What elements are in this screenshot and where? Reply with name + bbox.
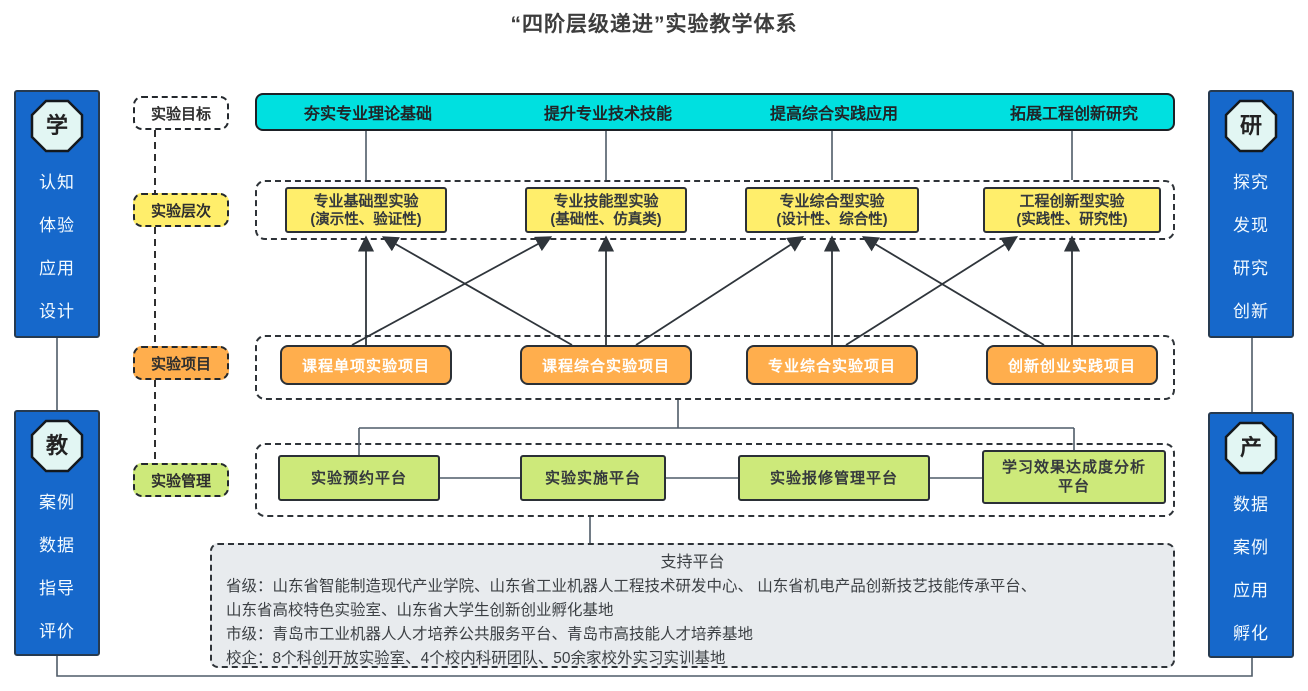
project-to-level-arrows bbox=[351, 235, 1081, 346]
panel-industry: 产 数据 案例 应用 孵化 bbox=[1208, 412, 1294, 658]
level-title: 工程创新型实验 bbox=[1019, 192, 1125, 210]
project-box-innovation: 创新创业实践项目 bbox=[986, 345, 1158, 385]
octagon-badge-shape bbox=[1224, 99, 1278, 153]
panel-item: 评价 bbox=[39, 622, 75, 641]
panel-industry-items: 数据 案例 应用 孵化 bbox=[1233, 495, 1269, 644]
panel-item: 数据 bbox=[39, 536, 75, 555]
support-platform-box: 支持平台 省级：山东省智能制造现代产业学院、山东省工业机器人工程技术研发中心、 … bbox=[210, 543, 1175, 668]
study-badge: 学 bbox=[30, 99, 84, 153]
level-sub: (基础性、仿真类) bbox=[550, 211, 662, 228]
badge-char: 产 bbox=[1239, 435, 1262, 460]
support-title: 支持平台 bbox=[660, 554, 725, 571]
label-goals: 实验目标 bbox=[133, 96, 229, 130]
panel-item: 发现 bbox=[1233, 216, 1269, 235]
level-box-innovation: 工程创新型实验 (实践性、研究性) bbox=[983, 187, 1161, 233]
octagon-badge-shape bbox=[30, 419, 84, 473]
manage-box-analysis: 学习效果达成度分析 平台 bbox=[982, 450, 1166, 504]
label-management: 实验管理 bbox=[133, 463, 229, 497]
support-line: 市级：青岛市工业机器人人才培养公共服务平台、青岛市高技能人才培养基地 bbox=[226, 626, 754, 643]
level-title: 专业综合型实验 bbox=[779, 192, 885, 210]
panel-item: 应用 bbox=[1233, 581, 1269, 600]
panel-item: 指导 bbox=[39, 579, 75, 598]
label-projects: 实验项目 bbox=[133, 346, 229, 380]
level-box-comprehensive: 专业综合型实验 (设计性、综合性) bbox=[745, 187, 919, 233]
level-box-skill: 专业技能型实验 (基础性、仿真类) bbox=[525, 187, 687, 233]
management-container bbox=[255, 443, 1175, 517]
goal-item: 夯实专业理论基础 bbox=[303, 106, 433, 123]
goal-item: 拓展工程创新研究 bbox=[1009, 106, 1139, 123]
panel-item: 设计 bbox=[39, 302, 75, 321]
level-box-basic: 专业基础型实验 (演示性、验证性) bbox=[285, 187, 447, 233]
panel-item: 体验 bbox=[39, 216, 75, 235]
manage-box-booking: 实验预约平台 bbox=[278, 455, 440, 501]
project-box-single: 课程单项实验项目 bbox=[280, 345, 452, 385]
badge-char: 研 bbox=[1239, 113, 1262, 138]
research-badge: 研 bbox=[1224, 99, 1278, 153]
page-title: “四阶层级递进”实验教学体系 bbox=[510, 13, 798, 36]
project-box-comprehensive: 专业综合实验项目 bbox=[746, 345, 918, 385]
teach-badge: 教 bbox=[30, 419, 84, 473]
panel-teach-items: 案例 数据 指导 评价 bbox=[39, 493, 75, 642]
panel-item: 创新 bbox=[1233, 302, 1269, 321]
goal-item: 提升专业技术技能 bbox=[543, 106, 673, 123]
industry-badge: 产 bbox=[1224, 421, 1278, 475]
support-line: 校企：8个科创开放实验室、4个校内科研团队、50余家校外实习实训基地 bbox=[226, 650, 726, 667]
panel-study-items: 认知 体验 应用 设计 bbox=[39, 173, 75, 322]
octagon-badge-shape bbox=[1224, 421, 1278, 475]
panel-research-items: 探究 发现 研究 创新 bbox=[1233, 173, 1269, 322]
panel-item: 案例 bbox=[1233, 538, 1269, 557]
level-sub: (实践性、研究性) bbox=[1016, 211, 1128, 228]
label-levels: 实验层次 bbox=[133, 193, 229, 227]
panel-item: 案例 bbox=[39, 493, 75, 512]
project-box-course: 课程综合实验项目 bbox=[520, 345, 692, 385]
panel-research: 研 探究 发现 研究 创新 bbox=[1208, 90, 1294, 338]
level-sub: (设计性、综合性) bbox=[776, 211, 888, 228]
panel-study: 学 认知 体验 应用 设计 bbox=[14, 90, 100, 338]
panel-teach: 教 案例 数据 指导 评价 bbox=[14, 410, 100, 656]
badge-char: 教 bbox=[45, 433, 68, 458]
level-sub: (演示性、验证性) bbox=[310, 211, 422, 228]
panel-item: 孵化 bbox=[1233, 624, 1269, 643]
manage-box-implement: 实验实施平台 bbox=[520, 455, 666, 501]
panel-item: 研究 bbox=[1233, 259, 1269, 278]
goals-bar: 夯实专业理论基础 提升专业技术技能 提高综合实践应用 拓展工程创新研究 bbox=[255, 93, 1175, 131]
manage-box-repair: 实验报修管理平台 bbox=[738, 455, 930, 501]
goal-item: 提高综合实践应用 bbox=[769, 106, 899, 123]
level-title: 专业基础型实验 bbox=[313, 192, 419, 210]
level-title: 专业技能型实验 bbox=[553, 192, 659, 210]
panel-item: 应用 bbox=[39, 259, 75, 278]
badge-char: 学 bbox=[45, 113, 68, 138]
panel-item: 数据 bbox=[1233, 495, 1269, 514]
octagon-badge-shape bbox=[30, 99, 84, 153]
panel-item: 认知 bbox=[39, 173, 75, 192]
panel-item: 探究 bbox=[1233, 173, 1269, 192]
support-line: 山东省高校特色实验室、山东省大学生创新创业孵化基地 bbox=[226, 602, 614, 619]
support-line: 省级：山东省智能制造现代产业学院、山东省工业机器人工程技术研发中心、 山东省机电… bbox=[226, 578, 1037, 595]
